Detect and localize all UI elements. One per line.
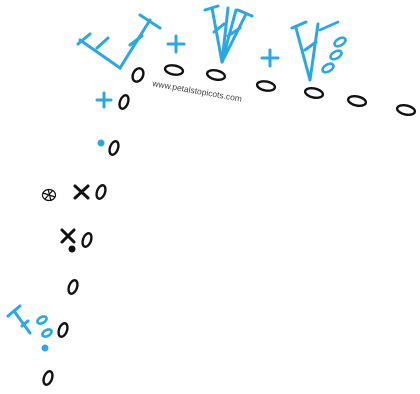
single-crochet-symbol: [73, 184, 90, 200]
chain-stitch: [395, 104, 417, 116]
chain-stitch: [303, 87, 325, 99]
chain-stitch: [346, 95, 368, 107]
chain-stitch: [118, 94, 130, 110]
slip-stitch-symbol: [97, 139, 105, 147]
chain-stitch: [95, 184, 107, 200]
double-crochet-symbol: [6, 304, 32, 335]
single-crochet-symbol: [95, 91, 113, 109]
chain-stitch: [205, 69, 227, 81]
slip-stitch-symbol: [68, 245, 76, 253]
chain-stitch: [131, 67, 145, 83]
chain-stitch: [57, 322, 69, 338]
chain-stitch: [42, 370, 54, 386]
chain-stitch: [108, 140, 120, 156]
plus-sign-2: [260, 48, 280, 68]
plus-sign-1: [166, 34, 186, 54]
v-stitch-group-3: [290, 20, 320, 82]
v-stitch-group-1: [76, 13, 162, 71]
chain-stitch: [67, 279, 79, 295]
chain-stitch: [255, 80, 277, 92]
magic-ring-marker-icon: [41, 188, 57, 202]
slip-stitch-symbol: [41, 344, 49, 352]
chain-stitch: [81, 232, 93, 248]
chain-stitch: [163, 64, 185, 76]
top-chain-row: [131, 64, 417, 116]
treble-crochet-symbol: [36, 315, 53, 338]
watermark-text: www.petalstopicots.com: [151, 78, 243, 104]
left-chain-column: [42, 94, 130, 386]
treble-crochet-symbol: [318, 20, 347, 74]
v-stitch-group-2: [203, 4, 254, 64]
single-crochet-symbol: [60, 228, 76, 244]
